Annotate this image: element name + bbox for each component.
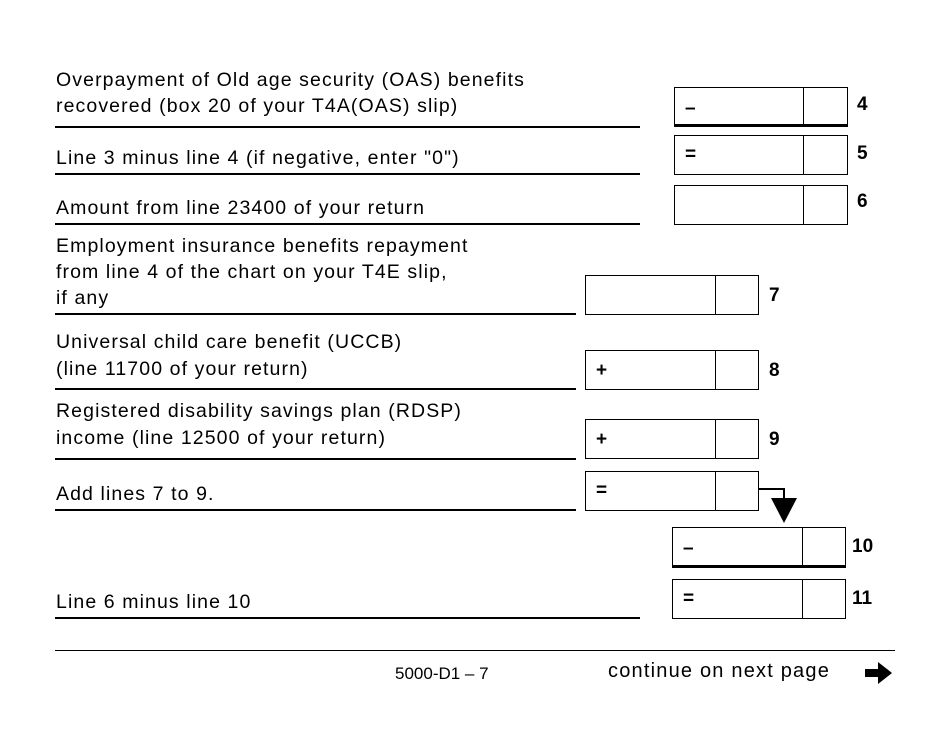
line-7-amount-field[interactable] [585,275,759,315]
sum-label: Add lines 7 to 9. [56,483,215,505]
footer-divider [55,650,895,651]
line-9-label-1: Registered disability savings plan (RDSP… [56,400,463,422]
line-4-number: 4 [857,94,868,115]
minus-sign: – [683,538,694,559]
divider [55,458,576,460]
line-6-amount-field[interactable] [674,185,848,225]
line-7-label-1: Employment insurance benefits repayment [56,235,469,257]
sum-amount-field[interactable]: = [585,471,759,511]
line-8-amount-field[interactable]: + [585,350,759,390]
divider [55,617,640,619]
line-6-label: Amount from line 23400 of your return [56,197,426,219]
line-7-number: 7 [769,285,780,306]
plus-sign: + [596,429,608,450]
line-4-amount-field[interactable]: – [674,87,848,127]
line-5-number: 5 [857,143,868,164]
line-7-label-2: from line 4 of the chart on your T4E sli… [56,261,448,283]
divider [55,173,640,175]
right-arrow-icon [865,662,892,684]
line-6-number: 6 [857,191,868,212]
divider [55,223,640,225]
line-4-label-1: Overpayment of Old age security (OAS) be… [56,69,525,91]
down-arrow-icon [759,488,797,523]
line-10-number: 10 [852,536,874,557]
equals-sign: = [685,144,697,165]
line-8-label-2: (line 11700 of your return) [56,358,309,380]
line-8-label-1: Universal child care benefit (UCCB) [56,331,403,353]
line-9-number: 9 [769,429,780,450]
line-5-label: Line 3 minus line 4 (if negative, enter … [56,147,460,169]
divider [55,388,576,390]
continue-text: continue on next page [608,660,831,682]
line-8-number: 8 [769,360,780,381]
equals-sign: = [683,588,695,609]
minus-sign: – [685,98,696,119]
divider [55,126,640,128]
line-4-label-2: recovered (box 20 of your T4A(OAS) slip) [56,95,459,117]
line-11-amount-field[interactable]: = [672,579,846,619]
line-9-amount-field[interactable]: + [585,419,759,459]
equals-sign: = [596,480,608,501]
line-11-label: Line 6 minus line 10 [56,591,252,613]
plus-sign: + [596,360,608,381]
line-5-amount-field[interactable]: = [674,135,848,175]
line-11-number: 11 [852,588,873,609]
divider [55,313,576,315]
line-9-label-2: income (line 12500 of your return) [56,427,387,449]
line-10-amount-field[interactable]: – [672,527,846,568]
form-number: 5000-D1 – 7 [395,664,489,683]
divider [55,509,576,511]
line-7-label-3: if any [56,287,110,309]
